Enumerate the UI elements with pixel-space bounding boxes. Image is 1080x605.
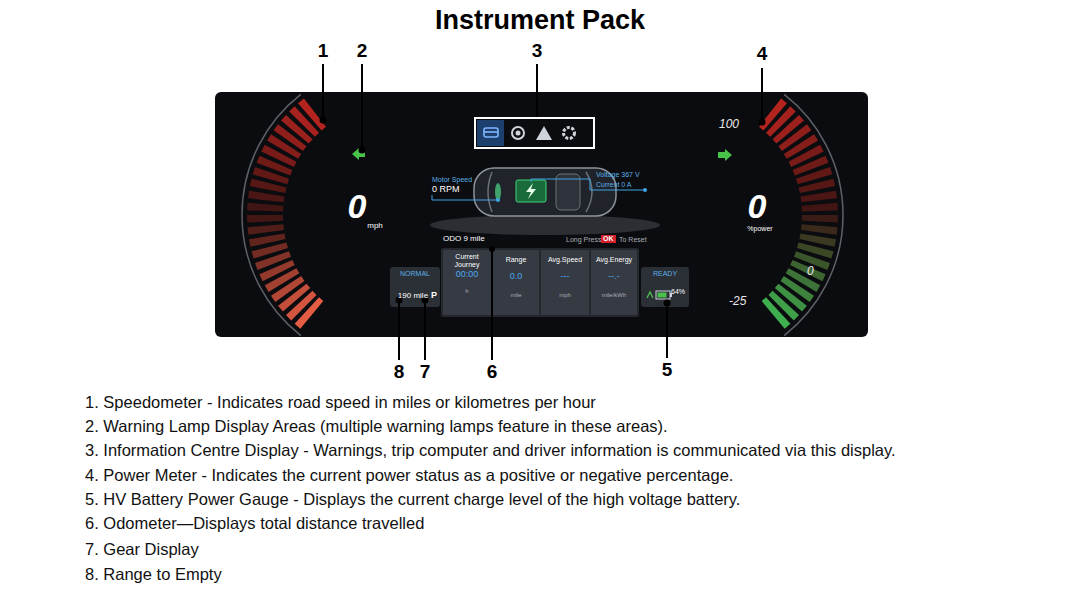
tyre-icon-center (516, 131, 521, 136)
trip-cell (443, 250, 491, 315)
reset-hint: To Reset (619, 236, 647, 244)
gauge-segment (250, 179, 287, 193)
dashboard-screen (215, 92, 868, 337)
power-scale: 100 (719, 118, 739, 131)
gauge-segment (802, 215, 838, 223)
node-text: --.- (593, 272, 635, 282)
description-line: 4. Power Meter - Indicates the current p… (85, 466, 733, 484)
power-scale: -25 (729, 295, 746, 308)
node-text: NORMAL (392, 270, 438, 278)
trip-cell (591, 250, 637, 315)
gauge-segment (295, 297, 324, 328)
description-line: 2. Warning Lamp Display Areas (multiple … (85, 417, 668, 435)
gauge-segment (247, 215, 283, 223)
node-text: --- (543, 272, 587, 282)
node-text: Range (495, 256, 537, 264)
odometer: ODO 9 mile (443, 235, 485, 244)
car-illustration (474, 168, 616, 216)
speed-unit: mph (367, 222, 383, 231)
gauge-segment (247, 203, 283, 212)
node-text: READY (643, 270, 687, 278)
gauge-segment (799, 179, 836, 193)
speed-value: 0 (348, 188, 367, 225)
gauge-segment (762, 297, 791, 328)
node-text: Current Journey (445, 253, 489, 268)
gauge-arcs (242, 94, 843, 335)
description-line: 3. Information Centre Display - Warnings… (85, 441, 896, 459)
drive-mode-panel (390, 267, 440, 307)
settings-icon (564, 128, 575, 139)
tyre-icon (512, 127, 524, 139)
trip-cell-box: Avg.Energy --.- mile/kWh (591, 250, 637, 315)
gauge-rim (784, 94, 843, 335)
description-line: 1. Speedometer - Indicates road speed in… (85, 393, 596, 411)
car-shadow (430, 215, 660, 235)
ready-box: READY 64% (641, 267, 689, 307)
callout-leaders (323, 64, 762, 360)
node-text: mile/kWh (593, 292, 635, 299)
battery-icon (647, 291, 672, 299)
description-line: 6. Odometer—Displays total distance trav… (85, 514, 424, 532)
gauge-segment (801, 224, 838, 235)
icon-highlight (477, 120, 504, 146)
callout-number: 8 (394, 362, 405, 383)
reset-hint: Long Press (566, 236, 601, 244)
motor-dot (496, 198, 500, 202)
gauge-segment (248, 191, 285, 203)
callout-number: 7 (420, 362, 431, 383)
turn-right-lamp (718, 149, 732, 161)
ready-panel (641, 267, 689, 307)
settings-icon-hole (567, 131, 571, 135)
icon-box (475, 118, 594, 148)
callout-number: 5 (662, 360, 673, 381)
battery-dot (643, 188, 647, 192)
node-text: 190 mile (398, 292, 428, 301)
callout-dots (320, 117, 766, 307)
node-text: Avg.Speed (543, 256, 587, 264)
node-text: 0.0 (495, 272, 537, 282)
motor-leader (432, 195, 498, 200)
callout-number: 6 (487, 362, 498, 383)
description-line: 8. Range to Empty (85, 565, 222, 583)
trip-cell-box: Range 0.0 mile (493, 250, 539, 315)
gauge-segment (271, 276, 304, 302)
trip-cell-box: Avg.Speed --- mph (541, 250, 589, 315)
current-readout: Current 0 A (596, 181, 631, 189)
node-text: h (445, 288, 489, 295)
description-line: 5. HV Battery Power Gauge - Displays the… (85, 490, 740, 508)
trip-cell-box: Current Journey 00:00 h (443, 250, 491, 315)
diagram-title: Instrument Pack (435, 6, 645, 36)
motor-speed-value: 0 RPM (432, 185, 460, 195)
callout-number: 2 (357, 41, 368, 62)
warning-icon (536, 126, 552, 140)
voltage-readout: Voltage 367 V (596, 171, 640, 179)
power-unit: %power (747, 225, 772, 233)
callout-number: 3 (532, 41, 543, 62)
ok-badge: OK (601, 235, 616, 243)
callout-number: 4 (757, 44, 768, 65)
gauge-segment (248, 224, 285, 235)
node-text: Avg.Energy (593, 256, 635, 264)
power-scale: 0 (807, 265, 814, 278)
gauge-segment (801, 191, 838, 203)
description-line: 7. Gear Display (85, 540, 199, 558)
node-text: mph (543, 292, 587, 299)
gauge-rim (242, 94, 301, 335)
node-text: 00:00 (445, 270, 489, 280)
trip-cell (493, 250, 539, 315)
callout-number: 1 (318, 41, 329, 62)
car-icon (484, 128, 498, 137)
node-text: P (431, 291, 437, 301)
battery-leader (531, 179, 645, 190)
node-text: mile (495, 292, 537, 299)
trip-panel (441, 248, 639, 317)
trip-cell (541, 250, 589, 315)
power-value: 0 (748, 188, 767, 225)
node-text: 64% (643, 288, 685, 296)
motor-speed-label: Motor Speed (432, 176, 472, 184)
gauge-segment (781, 276, 814, 302)
drive-mode-box: NORMAL 190 mileP (390, 267, 440, 307)
gauge-segment (802, 203, 838, 212)
